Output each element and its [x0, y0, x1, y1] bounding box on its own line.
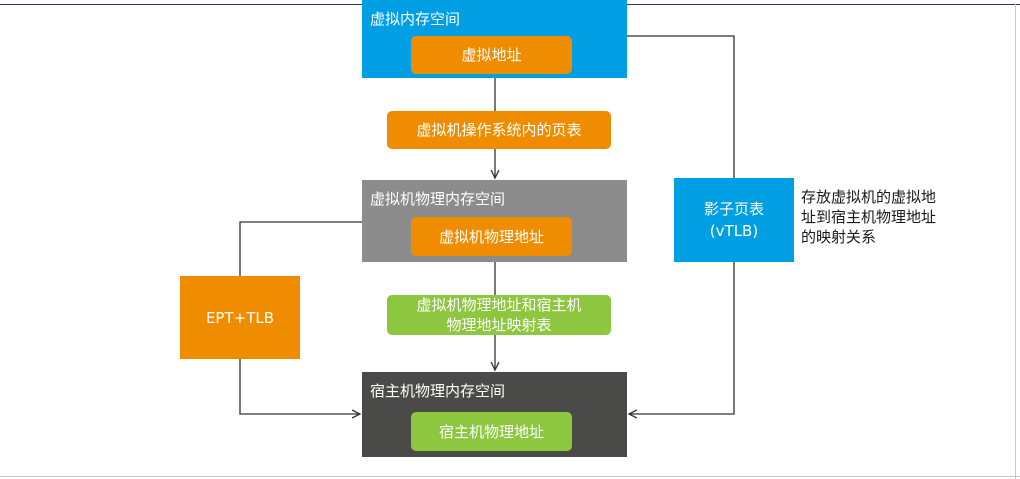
- ept-tlb-box: EPT+TLB: [180, 276, 300, 359]
- mapping-table-line2: 物理地址映射表: [446, 316, 552, 334]
- note-line3: 的映射关系: [801, 228, 877, 246]
- shadow-page-table-box: 影子页表 (vTLB): [674, 178, 794, 262]
- edge-shadow-to-host: [629, 262, 735, 414]
- shadow-page-table-label: 影子页表: [703, 200, 764, 218]
- guest-physical-address-box: 虚拟机物理地址: [411, 217, 572, 256]
- guest-page-table-box: 虚拟机操作系统内的页表: [387, 111, 611, 149]
- edge-vm-to-shadow: [627, 35, 735, 178]
- virtual-memory-space-label: 虚拟内存空间: [370, 10, 461, 28]
- edge-ept-to-host: [239, 359, 360, 414]
- mapping-table-box: 虚拟机物理地址和宿主机 物理地址映射表: [387, 295, 611, 335]
- shadow-page-table-note: 存放虚拟机的虚拟地 址到宿主机物理地址 的映射关系: [801, 187, 971, 247]
- note-line1: 存放虚拟机的虚拟地: [801, 188, 937, 206]
- right-rule: [1015, 4, 1016, 479]
- host-physical-address-box: 宿主机物理地址: [411, 412, 572, 451]
- virtual-address-box: 虚拟地址: [411, 36, 572, 74]
- host-physical-space-label: 宿主机物理内存空间: [370, 382, 506, 400]
- edge-ept-path: [239, 221, 362, 276]
- guest-physical-space-label: 虚拟机物理内存空间: [370, 190, 506, 208]
- note-line2: 址到宿主机物理地址: [801, 208, 937, 226]
- mapping-table-line1: 虚拟机物理地址和宿主机: [416, 296, 582, 314]
- bottom-rule: [0, 476, 1020, 477]
- host-physical-space-box: 宿主机物理内存空间 宿主机物理地址: [362, 372, 627, 457]
- virtual-memory-space-box: 虚拟内存空间 虚拟地址: [362, 0, 627, 78]
- guest-physical-space-box: 虚拟机物理内存空间 虚拟机物理地址: [362, 180, 627, 262]
- vtlb-label: (vTLB): [709, 222, 759, 240]
